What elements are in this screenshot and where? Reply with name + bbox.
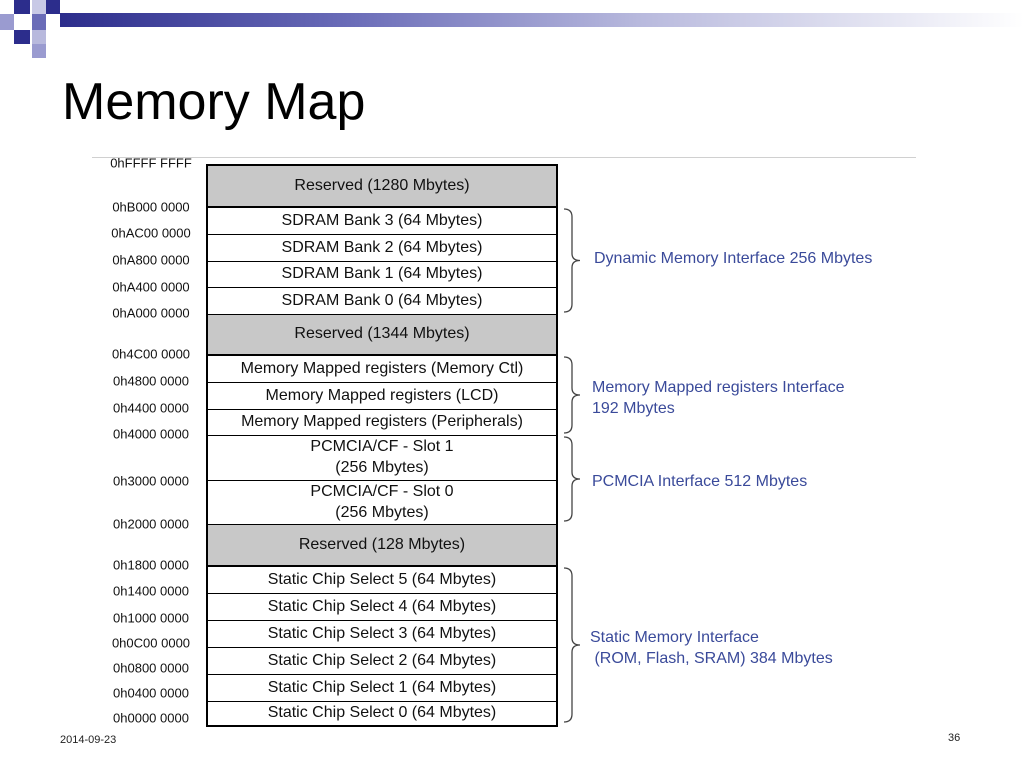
interface-label: Dynamic Memory Interface 256 Mbytes [594,250,873,267]
memory-region: Memory Mapped registers (Peripherals) [208,410,556,436]
address-label: 0h4C00 0000 [111,346,191,362]
memory-region: Memory Mapped registers (Memory Ctl) [208,356,556,383]
memory-region: Static Chip Select 3 (64 Mbytes) [208,621,556,648]
address-label: 0hB000 0000 [112,199,190,215]
header-square-1 [14,0,30,14]
memory-region: PCMCIA/CF - Slot 1 (256 Mbytes) [208,436,556,481]
address-label: 0hAC00 0000 [111,225,191,241]
address-label: 0h0000 0000 [113,710,189,726]
curly-brace [563,208,581,313]
memory-map-diagram: Reserved (1280 Mbytes)SDRAM Bank 3 (64 M… [206,164,558,727]
header-square-2 [32,0,46,14]
address-label: 0h0C00 0000 [111,635,191,651]
reserved-region: Reserved (128 Mbytes) [208,525,556,567]
address-label: 0h1400 0000 [113,583,189,599]
memory-region: SDRAM Bank 2 (64 Mbytes) [208,235,556,262]
interface-label: PCMCIA Interface 512 Mbytes [592,473,808,490]
address-label: 0h1800 0000 [113,557,189,573]
address-label: 0hA000 0000 [112,305,190,321]
page-title: Memory Map [62,73,366,131]
address-label: 0h4000 0000 [113,426,189,442]
memory-region: Static Chip Select 0 (64 Mbytes) [267,704,497,722]
address-label: 0h0800 0000 [113,660,189,676]
memory-region: SDRAM Bank 0 (64 Mbytes) [208,288,556,315]
memory-region: Static Chip Select 4 (64 Mbytes) [208,594,556,621]
interface-label: Static Memory Interface (ROM, Flash, SRA… [590,629,833,667]
slide-number: 36 [948,732,961,744]
curly-brace [563,567,581,723]
reserved-region: Reserved (1280 Mbytes) [208,166,556,208]
address-label: 0h1000 0000 [113,610,189,626]
interface-label: Memory Mapped registers Interface 192 Mb… [592,379,845,417]
header-square-9 [32,44,46,58]
reserved-region: Reserved (1344 Mbytes) [208,315,556,356]
header-square-5 [14,14,32,30]
header-square-4 [0,14,14,30]
address-label: 0h3000 0000 [113,473,189,489]
curly-brace [563,356,581,434]
header-gradient-bar [60,13,1024,27]
memory-region: PCMCIA/CF - Slot 0 (256 Mbytes) [208,481,556,525]
address-label: 0hA800 0000 [112,252,190,268]
header-square-3 [46,0,60,14]
address-label: 0hA400 0000 [112,279,190,295]
memory-region: Static Chip Select 5 (64 Mbytes) [208,567,556,594]
memory-region: Static Chip Select 1 (64 Mbytes) [208,675,556,702]
address-label: 0h4800 0000 [113,373,189,389]
memory-region: SDRAM Bank 3 (64 Mbytes) [208,208,556,235]
address-label: 0h4400 0000 [113,400,189,416]
title-divider [92,157,916,158]
header-square-6 [32,14,46,30]
address-label: 0hFFFF FFFF [110,155,192,171]
header-square-8 [32,30,46,44]
address-label: 0h0400 0000 [113,685,189,701]
header-square-7 [14,30,30,44]
address-label: 0h2000 0000 [113,516,189,532]
memory-region: Memory Mapped registers (LCD) [208,383,556,410]
memory-region: Static Chip Select 2 (64 Mbytes) [208,648,556,675]
footer-date: 2014-09-23 [60,734,117,746]
curly-brace [563,436,581,522]
memory-region: SDRAM Bank 1 (64 Mbytes) [208,262,556,288]
